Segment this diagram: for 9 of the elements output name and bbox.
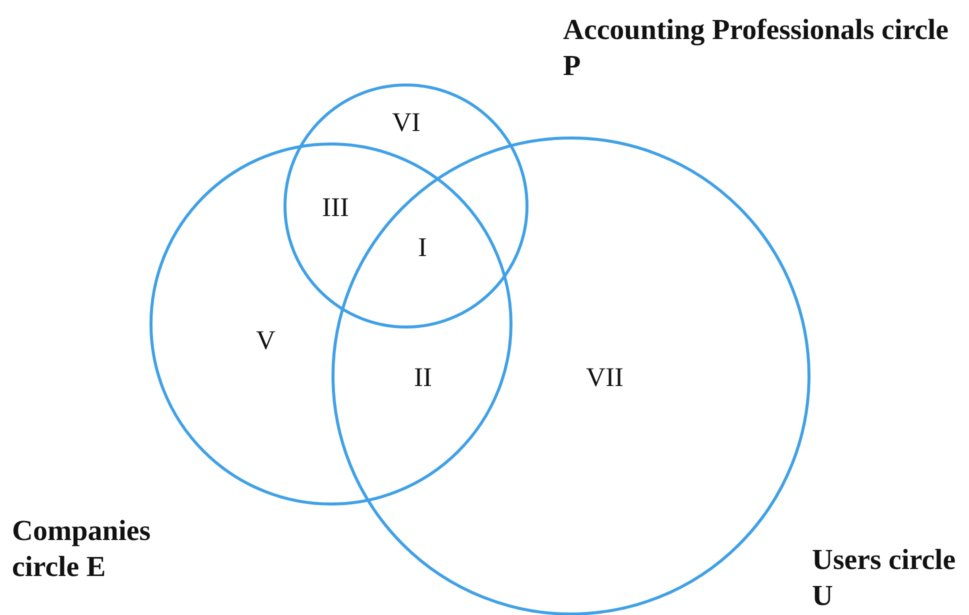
region-numeral: I: [418, 232, 427, 262]
set-heading: Users circle U: [812, 543, 957, 614]
set-heading: Accounting Professionals circle P: [563, 13, 950, 84]
set-heading: Companies circle E: [12, 514, 152, 585]
region-numeral: III: [322, 192, 349, 222]
region-numeral: VI: [392, 107, 420, 137]
region-numeral: VII: [586, 362, 624, 392]
region-numeral: II: [414, 362, 432, 392]
region-numeral: V: [256, 325, 276, 355]
